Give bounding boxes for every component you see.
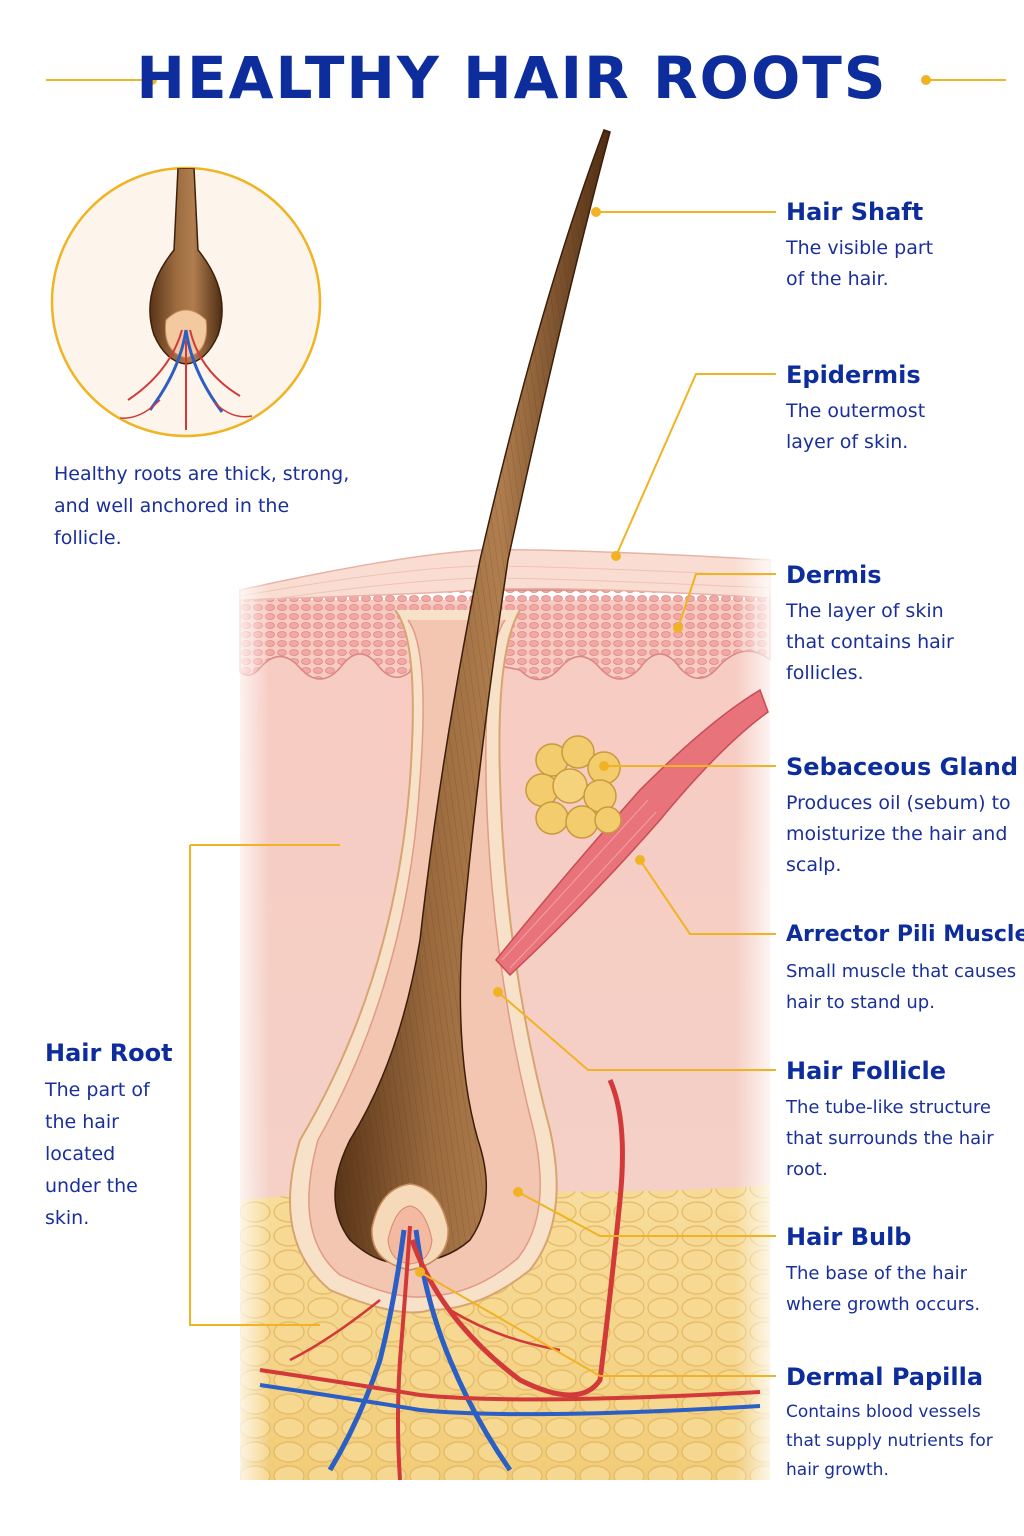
label-hair-root-desc: The part of the hair located under the s… <box>45 1079 150 1229</box>
label-hair-bulb: Hair Bulb The base of the hair where gro… <box>786 1222 1016 1320</box>
label-hair-root: Hair Root The part of the hair located u… <box>45 1038 185 1234</box>
leader-dots <box>415 207 683 1277</box>
sebaceous-gland-shape <box>525 735 622 839</box>
label-hair-bulb-title: Hair Bulb <box>786 1223 912 1251</box>
inset-root-closeup <box>50 166 322 438</box>
label-hair-root-title: Hair Root <box>45 1039 173 1067</box>
label-hair-shaft-desc: The visible part of the hair. <box>786 237 934 290</box>
label-dermal-papilla-desc: Contains blood vessels that supply nutri… <box>786 1402 993 1480</box>
label-hair-shaft: Hair Shaft The visible part of the hair. <box>786 197 1016 295</box>
label-dermis-title: Dermis <box>786 561 882 589</box>
leader-lines <box>189 211 776 1377</box>
label-dermal-papilla-title: Dermal Papilla <box>786 1363 984 1391</box>
label-epidermis-desc: The outermost layer of skin. <box>786 400 926 453</box>
label-hair-follicle-desc: The tube-like structure that surrounds t… <box>786 1097 994 1180</box>
page-title: HEALTHY HAIR ROOTS <box>136 44 888 112</box>
label-dermis: Dermis The layer of skin that contains h… <box>786 560 1016 689</box>
label-hair-bulb-desc: The base of the hair where growth occurs… <box>786 1263 981 1315</box>
title-decoration-left <box>46 75 157 85</box>
label-sebaceous-gland: Sebaceous Gland Produces oil (sebum) to … <box>786 752 1019 881</box>
label-dermis-desc: The layer of skin that contains hair fol… <box>786 600 954 684</box>
label-dermal-papilla: Dermal Papilla Contains blood vessels th… <box>786 1362 1018 1485</box>
label-sebaceous-gland-desc: Produces oil (sebum) to moisturize the h… <box>786 792 1011 876</box>
label-hair-follicle: Hair Follicle The tube-like structure th… <box>786 1056 1016 1185</box>
label-arrector-pili-title: Arrector Pili Muscle <box>786 922 1024 947</box>
label-arrector-pili: Arrector Pili Muscle Small muscle that c… <box>786 920 1024 1018</box>
label-epidermis: Epidermis The outermost layer of skin. <box>786 360 1016 458</box>
arrector-pili-muscle-shape <box>495 688 769 977</box>
label-arrector-pili-desc: Small muscle that causes hair to stand u… <box>786 961 1017 1013</box>
title-decoration-right <box>921 75 1006 85</box>
label-sebaceous-gland-title: Sebaceous Gland <box>786 753 1019 781</box>
label-hair-follicle-title: Hair Follicle <box>786 1057 947 1085</box>
label-epidermis-title: Epidermis <box>786 361 921 389</box>
label-hair-shaft-title: Hair Shaft <box>786 198 924 226</box>
inset-caption: Healthy roots are thick, strong, and wel… <box>54 463 350 549</box>
